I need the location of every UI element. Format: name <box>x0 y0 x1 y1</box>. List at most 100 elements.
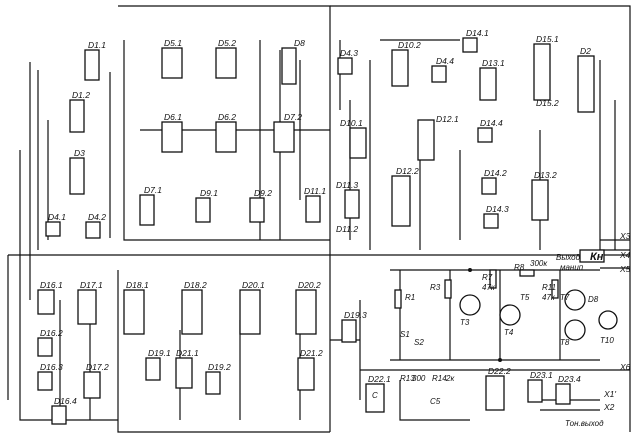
label-t5: T5 <box>520 293 530 302</box>
label-d12-2: D12.2 <box>396 166 419 176</box>
gate-d10-1: D10.1 <box>340 118 367 159</box>
label-r7-val: 47к <box>482 283 496 292</box>
label-d11-1: D11.1 <box>304 186 326 196</box>
gate-d10-2: D10.2 <box>391 40 421 87</box>
gate-d8: D8 <box>281 38 305 85</box>
gate-d6-2: D6.2 <box>215 112 237 153</box>
label-r8: R8 <box>514 263 525 272</box>
transistor-t3 <box>459 294 481 316</box>
gate-d15-1: D15.1 <box>533 34 559 101</box>
label-d5-1: D5.1 <box>164 38 182 48</box>
gate-d20-2: D20.2 <box>295 280 321 335</box>
gate-d14-2: D14.2 <box>481 168 507 195</box>
gate-d2: D2 <box>577 46 595 113</box>
label-d4-2: D4.2 <box>88 212 106 222</box>
gate-d7-2: D7.2 <box>273 112 302 153</box>
label-c5: C5 <box>430 397 441 406</box>
label-r1: R1 <box>405 293 415 302</box>
gate-d22-1: D22.1 <box>365 374 391 413</box>
label-d10-2: D10.2 <box>398 40 421 50</box>
gate-d13-2: D13.2 <box>531 170 557 221</box>
gate-d17-1: D17.1 <box>77 280 103 325</box>
gate-d12-1: D12.1 <box>417 114 459 161</box>
label-r3: R3 <box>430 283 441 292</box>
label-d8-diode: D8 <box>588 295 599 304</box>
label-d2: D2 <box>580 46 591 56</box>
label-t8: T8 <box>560 338 570 347</box>
label-d3: D3 <box>74 148 85 158</box>
transistor-stage <box>394 249 618 362</box>
label-d9-1: D9.1 <box>200 188 218 198</box>
gate-d16-4: D16.4 <box>51 396 77 425</box>
label-d12-1: D12.1 <box>436 114 459 124</box>
gate-d4-1: D4.1 <box>45 212 66 237</box>
label-d14-2: D14.2 <box>484 168 507 178</box>
label-d1-1: D1.1 <box>88 40 106 50</box>
label-r11: R11 <box>542 283 556 292</box>
label-d6-2: D6.2 <box>218 112 236 122</box>
label-r-val-300: 300 <box>412 374 426 383</box>
gate-d22-2: D22.2 <box>485 366 511 411</box>
label-d16-1: D16.1 <box>40 280 63 290</box>
label-x3: X3 <box>619 231 631 241</box>
gate-d7-1: D7.1 <box>139 185 162 226</box>
label-kn: Кн <box>590 251 604 263</box>
gate-d3: D3 <box>69 148 85 195</box>
label-d17-1: D17.1 <box>80 280 103 290</box>
wiring <box>7 5 631 433</box>
label-r14: R14 <box>432 374 447 383</box>
label-d22-2: D22.2 <box>488 366 511 376</box>
relay-kn <box>579 249 605 263</box>
label-d9-2: D9.2 <box>254 188 272 198</box>
label-d7-1: D7.1 <box>144 185 162 195</box>
gate-d14-4: D14.4 <box>477 118 503 143</box>
label-d16-2: D16.2 <box>40 328 63 338</box>
label-d14-3: D14.3 <box>486 204 509 214</box>
gate-d4-3: D4.3 <box>337 48 358 75</box>
gate-d23-1: D23.1 <box>527 370 553 403</box>
label-d16-3: D16.3 <box>40 362 63 372</box>
label-manip: манип <box>560 263 584 272</box>
label-d5-2: D5.2 <box>218 38 236 48</box>
gate-d4-4: D4.4 <box>431 56 454 83</box>
label-d11-2: D11.2 <box>336 224 358 234</box>
label-d18-2: D18.2 <box>184 280 207 290</box>
label-t7: T7 <box>560 293 570 302</box>
label-r13: R13 <box>400 374 415 383</box>
label-d6-1: D6.1 <box>164 112 182 122</box>
label-vykhod: Выход <box>556 253 581 262</box>
resistor-r3 <box>444 279 452 299</box>
label-d20-2: D20.2 <box>298 280 321 290</box>
label-t3: T3 <box>460 318 470 327</box>
label-d8: D8 <box>294 38 305 48</box>
label-d15-2: D15.2 <box>536 98 559 108</box>
gate-d14-1: D14.1 <box>462 28 489 53</box>
label-s1: S1 <box>400 330 410 339</box>
label-x4: X4 <box>619 250 631 260</box>
resistor-r11 <box>551 279 559 299</box>
label-d21-2: D21.2 <box>300 348 323 358</box>
gate-d16-3: D16.3 <box>37 362 63 391</box>
label-d16-4: D16.4 <box>54 396 77 406</box>
label-d15-1: D15.1 <box>536 34 559 44</box>
label-r7: R7 <box>482 273 493 282</box>
gate-d5-1: D5.1 <box>161 38 183 79</box>
gate-d1-2: D1.2 <box>69 90 90 133</box>
label-d4-4: D4.4 <box>436 56 454 66</box>
label-d22-1: D22.1 <box>368 374 391 384</box>
gate-d9-2: D9.2 <box>249 188 272 223</box>
transistor-t4 <box>499 304 521 326</box>
gate-d18-1: D18.1 <box>123 280 149 335</box>
transistor-t8 <box>564 319 586 341</box>
label-d23-4: D23.4 <box>558 374 581 384</box>
gate-d21-1: D21.1 <box>175 348 199 389</box>
label-x5: X5 <box>619 264 631 274</box>
gate-d12-2: D12.2 <box>391 166 419 227</box>
label-d7-2: D7.2 <box>284 112 302 122</box>
gate-d19-3: D19.3 <box>341 310 367 343</box>
label-x2: X2 <box>603 402 615 412</box>
resistor-r8 <box>519 269 535 277</box>
label-d4-3: D4.3 <box>340 48 358 58</box>
label-d4-1: D4.1 <box>48 212 66 222</box>
gate-d20-1: D20.1 <box>239 280 265 335</box>
